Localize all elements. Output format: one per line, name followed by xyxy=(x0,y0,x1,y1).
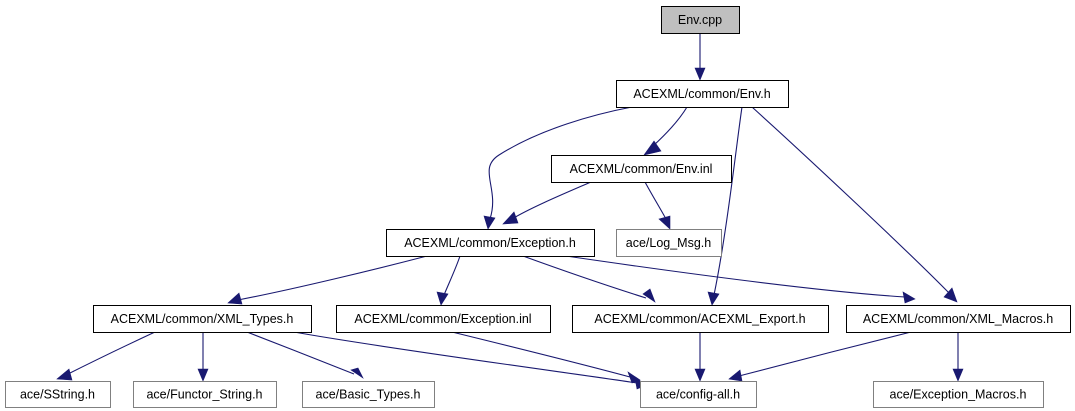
arrowhead-icon xyxy=(952,368,964,382)
edge-line xyxy=(511,181,592,220)
node-box[interactable] xyxy=(616,80,789,108)
arrowhead-icon xyxy=(694,368,706,382)
node-box[interactable] xyxy=(661,6,740,34)
node-box[interactable] xyxy=(640,381,757,408)
arrowhead-icon xyxy=(436,291,449,306)
arrowhead-icon xyxy=(350,367,364,379)
node-box[interactable] xyxy=(551,155,732,183)
node-env_cpp[interactable]: Env.cppEnv.cpp xyxy=(661,6,740,34)
node-box[interactable] xyxy=(846,305,1071,333)
edge-exception_inl-to-config_all_h xyxy=(451,331,641,384)
node-label: ACEXML/common/ACEXML_Export.h xyxy=(594,312,805,326)
edge-line xyxy=(451,331,631,378)
node-label: Env.cpp xyxy=(678,13,722,27)
node-label: ace/config-all.h xyxy=(656,387,740,401)
edge-exception_h-to-exception_inl xyxy=(436,255,461,306)
arrowhead-icon xyxy=(728,369,743,382)
arrowhead-icon xyxy=(227,292,243,305)
edge-env_cpp-to-env_h xyxy=(694,33,706,81)
edge-line xyxy=(488,106,633,220)
node-box[interactable] xyxy=(616,229,722,257)
edge-env_h-to-env_inl xyxy=(643,106,688,156)
node-label: ace/Log_Msg.h xyxy=(626,236,712,250)
arrowhead-icon xyxy=(502,211,519,225)
node-xml_types_h[interactable]: ACEXML/common/XML_Types.hACEXML/common/X… xyxy=(93,305,312,333)
arrowhead-icon xyxy=(694,67,706,81)
arrowhead-icon xyxy=(642,288,656,303)
arrowhead-icon xyxy=(643,140,662,156)
edge-xml_types_h-to-basic_types_h xyxy=(246,331,364,379)
node-xml_macros_h[interactable]: ACEXML/common/XML_Macros.hACEXML/common/… xyxy=(846,305,1071,333)
edge-env_h-to-acexml_export_h xyxy=(707,106,743,306)
edge-line xyxy=(565,255,906,298)
edge-env_inl-to-exception_h xyxy=(502,181,592,225)
edge-line xyxy=(65,331,156,376)
arrowhead-icon xyxy=(658,215,671,230)
node-label: ace/Basic_Types.h xyxy=(316,387,421,401)
edge-line xyxy=(246,331,355,375)
node-box[interactable] xyxy=(572,305,829,333)
edge-xml_macros_h-to-config_all_h xyxy=(728,331,912,382)
edge-env_inl-to-log_msg_h xyxy=(644,181,671,230)
node-label: ace/Functor_String.h xyxy=(146,387,262,401)
node-box[interactable] xyxy=(302,381,435,408)
node-exception_inl[interactable]: ACEXML/common/Exception.inlACEXML/common… xyxy=(336,305,551,333)
edge-xml_macros_h-to-exception_macros_h xyxy=(952,332,964,382)
node-label: ACEXML/common/Env.h xyxy=(633,87,770,101)
edge-line xyxy=(293,331,638,384)
edge-acexml_export_h-to-config_all_h xyxy=(694,332,706,382)
node-box[interactable] xyxy=(5,381,111,408)
node-box[interactable] xyxy=(386,229,595,257)
edge-line xyxy=(738,331,912,377)
arrowhead-icon xyxy=(902,291,916,304)
node-exception_macros_h[interactable]: ace/Exception_Macros.hace/Exception_Macr… xyxy=(873,381,1044,408)
node-box[interactable] xyxy=(336,305,551,333)
node-label: ACEXML/common/Exception.h xyxy=(404,236,576,250)
edge-xml_types_h-to-functor_string_h xyxy=(197,332,209,382)
edge-line xyxy=(443,255,461,296)
edge-line xyxy=(644,181,667,220)
nodes-layer: Env.cppEnv.cppACEXML/common/Env.hACEXML/… xyxy=(5,6,1071,408)
node-box[interactable] xyxy=(93,305,312,333)
edge-exception_h-to-xml_types_h xyxy=(227,255,428,305)
node-acexml_export_h[interactable]: ACEXML/common/ACEXML_Export.hACEXML/comm… xyxy=(572,305,829,333)
node-label: ace/Exception_Macros.h xyxy=(890,387,1027,401)
arrowhead-icon xyxy=(483,215,496,230)
arrowhead-icon xyxy=(627,371,641,384)
edge-xml_types_h-to-config_all_h xyxy=(293,331,648,390)
edge-line xyxy=(751,106,951,295)
node-box[interactable] xyxy=(133,381,277,408)
node-label: ACEXML/common/Exception.inl xyxy=(354,312,531,326)
node-label: ACEXML/common/XML_Macros.h xyxy=(863,312,1053,326)
node-exception_h[interactable]: ACEXML/common/Exception.hACEXML/common/E… xyxy=(386,229,595,257)
edge-env_h-to-exception_h xyxy=(483,106,633,230)
edge-exception_h-to-xml_macros_h xyxy=(565,255,916,304)
arrowhead-icon xyxy=(197,368,209,382)
edge-env_h-to-xml_macros_h xyxy=(751,106,958,303)
edge-line xyxy=(522,255,647,299)
node-label: ace/SString.h xyxy=(20,387,95,401)
edge-line xyxy=(713,106,743,296)
edge-line xyxy=(237,255,428,301)
node-env_inl[interactable]: ACEXML/common/Env.inlACEXML/common/Env.i… xyxy=(551,155,732,183)
edge-line xyxy=(652,106,688,147)
edges-layer xyxy=(56,33,964,390)
arrowhead-icon xyxy=(943,287,958,303)
arrowhead-icon xyxy=(707,291,720,306)
node-label: ACEXML/common/Env.inl xyxy=(570,162,713,176)
edge-xml_types_h-to-sstring_h xyxy=(56,331,156,381)
node-label: ACEXML/common/XML_Types.h xyxy=(111,312,294,326)
arrowhead-icon xyxy=(56,368,73,381)
node-box[interactable] xyxy=(873,381,1044,408)
edge-exception_h-to-acexml_export_h xyxy=(522,255,656,303)
